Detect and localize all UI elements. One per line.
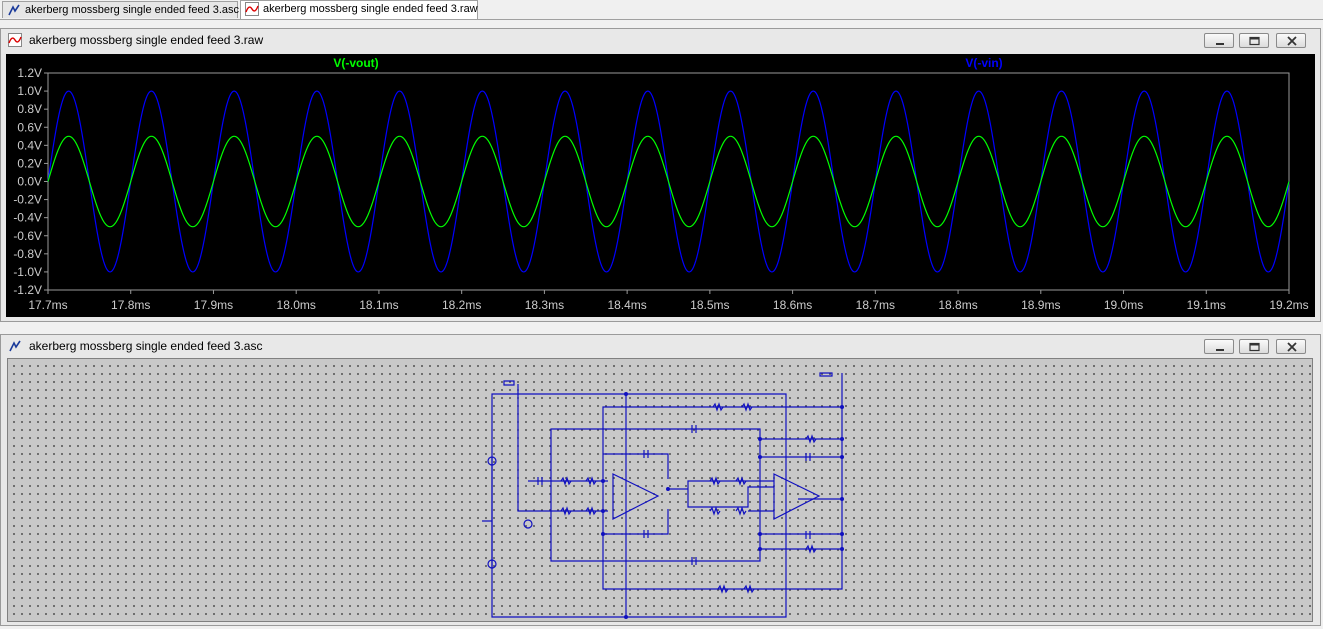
- schematic-window-title: akerberg mossberg single ended feed 3.as…: [29, 339, 263, 353]
- schematic-drawing: [482, 372, 844, 619]
- tab-waveform[interactable]: akerberg mossberg single ended feed 3.ra…: [240, 0, 478, 19]
- y-tick-label: -0.2V: [13, 193, 42, 207]
- close-icon: [1287, 342, 1297, 352]
- waveform-titlebar[interactable]: akerberg mossberg single ended feed 3.ra…: [1, 29, 1320, 51]
- schematic-junctions: [601, 392, 844, 619]
- waveform-window-title: akerberg mossberg single ended feed 3.ra…: [29, 33, 264, 47]
- x-tick-label: 19.2ms: [1269, 298, 1308, 312]
- x-tick-label: 18.5ms: [690, 298, 729, 312]
- x-tick-label: 18.2ms: [442, 298, 481, 312]
- schematic-window: akerberg mossberg single ended feed 3.as…: [0, 334, 1321, 626]
- y-tick-label: -1.0V: [13, 265, 42, 279]
- tab-waveform-label: akerberg mossberg single ended feed 3.ra…: [263, 3, 478, 15]
- x-tick-label: 18.1ms: [359, 298, 398, 312]
- waveform-icon: [8, 33, 22, 47]
- waveform-chart: 17.7ms 17.8ms 17.9ms 18.0ms 18.1ms 18.2ms 18.3…: [13, 56, 1308, 312]
- x-tick-label: 19.1ms: [1187, 298, 1226, 312]
- legend-vout[interactable]: V(-vout): [333, 56, 378, 70]
- waveform-plot[interactable]: 17.7ms 17.8ms 17.9ms 18.0ms 18.1ms 18.2ms 18.3…: [6, 54, 1315, 317]
- schematic-titlebar[interactable]: akerberg mossberg single ended feed 3.as…: [1, 335, 1320, 357]
- minimize-icon: [1216, 349, 1224, 351]
- waveform-icon: [245, 2, 259, 16]
- close-button[interactable]: [1276, 33, 1306, 48]
- minimize-button[interactable]: [1204, 339, 1234, 354]
- close-button[interactable]: [1276, 339, 1306, 354]
- y-tick-label: -1.2V: [13, 283, 42, 297]
- schematic-icon: [8, 4, 20, 16]
- waveform-window: akerberg mossberg single ended feed 3.ra…: [0, 28, 1321, 322]
- y-tick-label: 0.4V: [17, 138, 42, 152]
- y-tick-label: 0.6V: [17, 120, 42, 134]
- window-controls: [1204, 339, 1310, 355]
- y-tick-label: 1.2V: [17, 66, 42, 80]
- y-tick-label: -0.8V: [13, 247, 42, 261]
- x-tick-label: 17.9ms: [194, 298, 233, 312]
- x-tick-label: 18.9ms: [1021, 298, 1060, 312]
- y-tick-label: -0.6V: [13, 229, 42, 243]
- restore-icon: [1249, 36, 1260, 46]
- x-tick-label: 19.0ms: [1104, 298, 1143, 312]
- vout-trace: [47, 135, 1290, 228]
- minimize-icon: [1216, 43, 1224, 45]
- document-tab-bar: akerberg mossberg single ended feed 3.as…: [0, 0, 1323, 20]
- y-tick-label: 0.2V: [17, 156, 42, 170]
- restore-icon: [1249, 342, 1260, 352]
- tab-schematic-label: akerberg mossberg single ended feed 3.as…: [25, 4, 240, 16]
- restore-button[interactable]: [1239, 339, 1269, 354]
- x-tick-label: 18.3ms: [525, 298, 564, 312]
- minimize-button[interactable]: [1204, 33, 1234, 48]
- y-tick-label: 1.0V: [17, 84, 42, 98]
- tab-schematic[interactable]: akerberg mossberg single ended feed 3.as…: [2, 1, 240, 18]
- x-tick-label: 18.0ms: [277, 298, 316, 312]
- y-tick-label: 0.8V: [17, 102, 42, 116]
- x-tick-label: 17.8ms: [111, 298, 150, 312]
- x-tick-label: 17.7ms: [28, 298, 67, 312]
- close-icon: [1287, 36, 1297, 46]
- restore-button[interactable]: [1239, 33, 1269, 48]
- schematic-wires: [482, 372, 843, 618]
- x-tick-label: 18.4ms: [607, 298, 646, 312]
- window-controls: [1204, 33, 1310, 49]
- legend-vin[interactable]: V(-vin): [965, 56, 1002, 70]
- x-tick-label: 18.6ms: [773, 298, 812, 312]
- schematic-icon: [9, 340, 21, 352]
- x-tick-label: 18.8ms: [938, 298, 977, 312]
- x-tick-label: 18.7ms: [856, 298, 895, 312]
- schematic-canvas[interactable]: [7, 358, 1313, 622]
- y-tick-label: -0.4V: [13, 211, 42, 225]
- y-tick-label: 0.0V: [17, 175, 42, 189]
